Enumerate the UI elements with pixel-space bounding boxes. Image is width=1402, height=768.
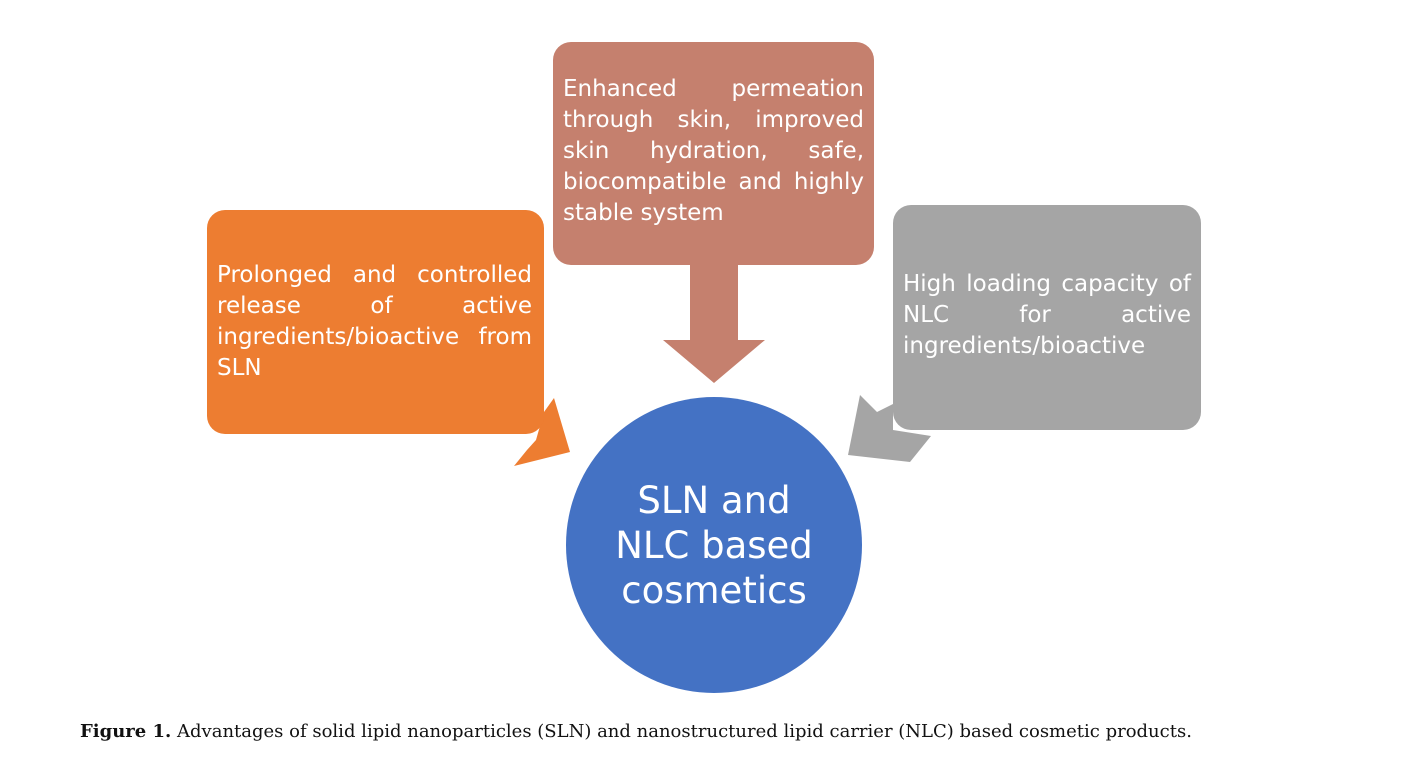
center-circle: SLN and NLC based cosmetics [566,397,862,693]
advantage-box-high-loading: High loading capacity of NLC for active … [893,205,1201,430]
advantage-box-prolonged-release: Prolonged and controlled release of acti… [207,210,544,434]
arrow-left-to-center [514,398,570,466]
figure-caption-label: Figure 1. [80,721,172,742]
figure-caption-text: Advantages of solid lipid nanoparticles … [171,721,1192,742]
arrow-right-to-center [848,395,931,462]
advantage-box-enhanced-permeation: Enhanced permeation through skin, improv… [553,42,874,265]
center-circle-text: SLN and NLC based cosmetics [615,478,813,612]
figure-caption: Figure 1. Advantages of solid lipid nano… [80,719,1360,745]
advantage-box-enhanced-permeation-text: Enhanced permeation through skin, improv… [563,76,864,226]
advantage-box-high-loading-text: High loading capacity of NLC for active … [903,271,1191,359]
advantage-box-prolonged-release-text: Prolonged and controlled release of acti… [217,262,532,381]
arrow-top-to-center [663,265,765,383]
